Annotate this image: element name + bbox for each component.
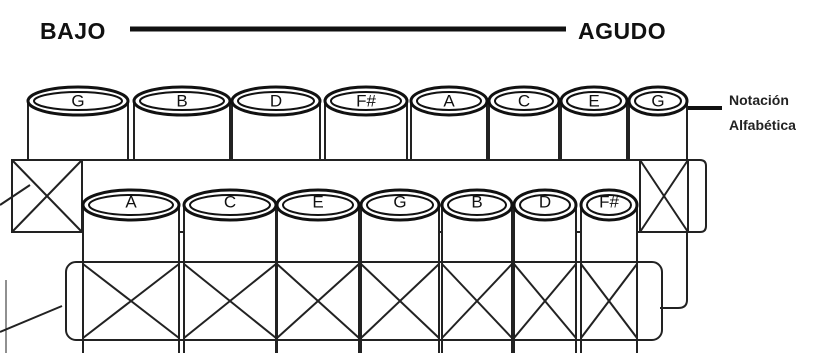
note-label: E [588, 92, 599, 111]
front-pipe: D [514, 190, 576, 353]
note-label: B [176, 92, 187, 111]
back-pipe: E [561, 87, 627, 160]
back-pipe: C [489, 87, 559, 160]
front-pipe: E [277, 190, 359, 353]
back-pipe: B [134, 87, 230, 160]
note-label: G [393, 193, 406, 212]
front-pipe: A [83, 190, 179, 353]
pipe-body [514, 205, 576, 353]
note-label: D [539, 193, 551, 212]
note-label: C [224, 193, 236, 212]
pipe-body [184, 205, 276, 353]
note-label: A [125, 193, 137, 212]
pipe-body [277, 205, 359, 353]
left-edge-stroke-1 [0, 185, 30, 205]
back-pipe: D [232, 87, 320, 160]
back-pipe: A [411, 87, 487, 160]
front-pipe: C [184, 190, 276, 353]
back-pipe: G [629, 87, 687, 160]
note-label: C [518, 92, 530, 111]
note-label: G [71, 92, 84, 111]
note-label: F# [356, 92, 376, 111]
note-label: G [651, 92, 664, 111]
pipe-body [581, 205, 637, 353]
pipe-body [83, 205, 179, 353]
note-label: B [471, 193, 482, 212]
back-row: G B D F# A C E G [28, 87, 687, 160]
pipe-body [442, 205, 512, 353]
back-pipe: G [28, 87, 128, 160]
note-label: D [270, 92, 282, 111]
front-pipe: B [442, 190, 512, 353]
note-label: F# [599, 193, 619, 212]
note-label: A [443, 92, 455, 111]
note-label: E [312, 193, 323, 212]
back-frame-strut [660, 232, 687, 308]
pipe-body [361, 205, 439, 353]
back-pipe: F# [325, 87, 407, 160]
left-edge-stroke-2 [0, 306, 62, 332]
front-pipe: G [361, 190, 439, 353]
